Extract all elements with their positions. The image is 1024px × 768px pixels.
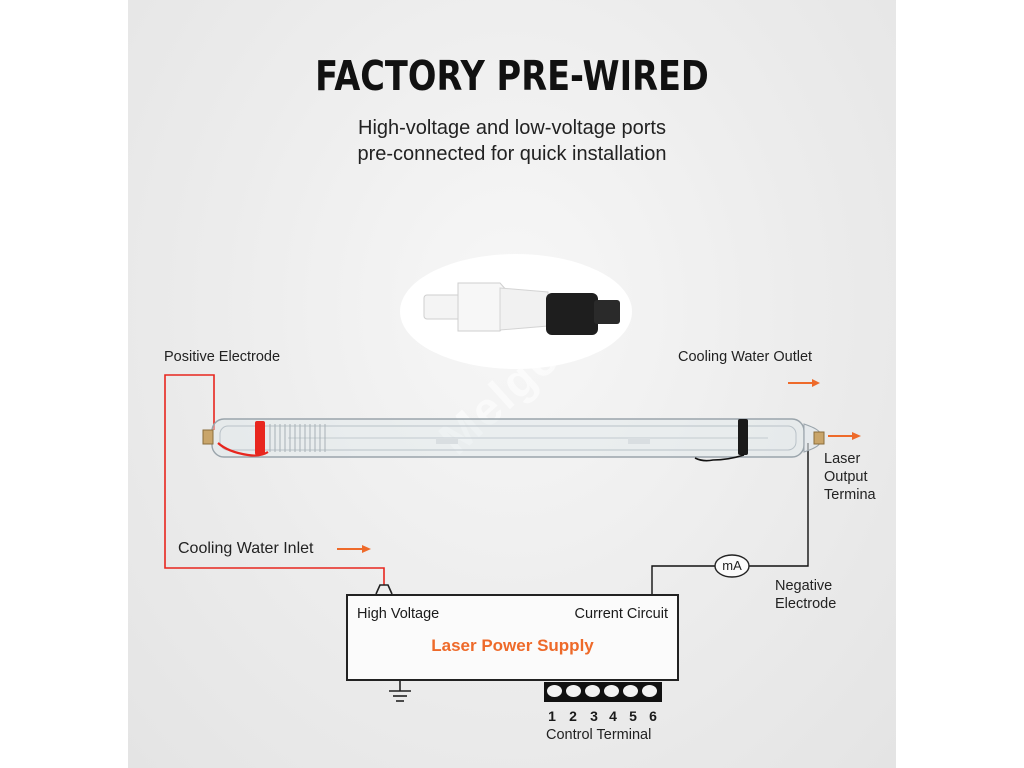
- current-wire: [651, 565, 716, 594]
- black-lead-wire: [694, 454, 745, 462]
- page-title: FACTORY PRE-WIRED: [315, 52, 709, 100]
- black-collar: [738, 419, 748, 455]
- terminal-pin-4: [604, 685, 619, 697]
- arrow-cooling-inlet: [337, 545, 371, 553]
- arrow-laser-output: [828, 432, 861, 440]
- current-circuit-label: Current Circuit: [574, 606, 668, 622]
- power-supply-name: Laser Power Supply: [431, 636, 594, 655]
- red-lead-wire: [217, 442, 269, 457]
- label-negative-electrode: Negative Electrode: [775, 577, 836, 613]
- connector-illustration: [423, 282, 620, 335]
- terminal-pin-1: [547, 685, 562, 697]
- output-terminal-cap: [813, 431, 825, 445]
- label-laser-output-line-3: Termina: [824, 487, 876, 503]
- wiring-diagram: [164, 282, 861, 702]
- laser-tube: [211, 418, 821, 458]
- label-negative-electrode-line-1: Negative: [775, 578, 833, 594]
- terminal-number: 6: [649, 708, 657, 724]
- high-voltage-label: High Voltage: [357, 606, 440, 622]
- label-cooling-water-outlet: Cooling Water Outlet: [678, 349, 813, 365]
- high-voltage-terminal: [375, 584, 393, 595]
- control-terminal-label: Control Terminal: [546, 727, 652, 743]
- label-positive-electrode: Positive Electrode: [164, 349, 281, 365]
- terminal-number: 5: [629, 708, 637, 724]
- terminal-number: 4: [609, 708, 617, 724]
- arrow-cooling-outlet: [788, 379, 820, 387]
- laser-power-supply-box: High Voltage Current Circuit Laser Power…: [346, 594, 679, 681]
- subtitle-line-1: High-voltage and low-voltage ports: [358, 117, 666, 139]
- terminal-number: 2: [569, 708, 577, 724]
- terminal-pin-2: [566, 685, 581, 697]
- terminal-number: 1: [548, 708, 556, 724]
- page-subtitle: High-voltage and low-voltage ports pre-c…: [128, 115, 896, 167]
- positive-electrode-cap: [202, 429, 214, 445]
- label-negative-electrode-line-2: Electrode: [775, 596, 837, 612]
- ground-symbol: [389, 681, 411, 702]
- negative-wire: [749, 443, 809, 567]
- diagram-panel: FACTORY PRE-WIRED High-voltage and low-v…: [128, 0, 896, 768]
- label-laser-output-line-1: Laser: [824, 451, 861, 467]
- label-cooling-water-inlet: Cooling Water Inlet: [178, 540, 314, 557]
- terminal-pin-3: [585, 685, 600, 697]
- subtitle-line-2: pre-connected for quick installation: [357, 143, 667, 165]
- terminal-pin-6: [642, 685, 657, 697]
- milliammeter-label: mA: [722, 558, 742, 573]
- red-collar: [255, 421, 265, 455]
- label-laser-output-terminal: Laser Output Termina: [824, 450, 876, 504]
- terminal-number: 3: [590, 708, 598, 724]
- positive-wire: [164, 374, 385, 585]
- milliammeter-symbol: [714, 554, 750, 578]
- label-laser-output-line-2: Output: [824, 469, 868, 485]
- terminal-pin-5: [623, 685, 638, 697]
- control-terminal-block: [544, 682, 662, 702]
